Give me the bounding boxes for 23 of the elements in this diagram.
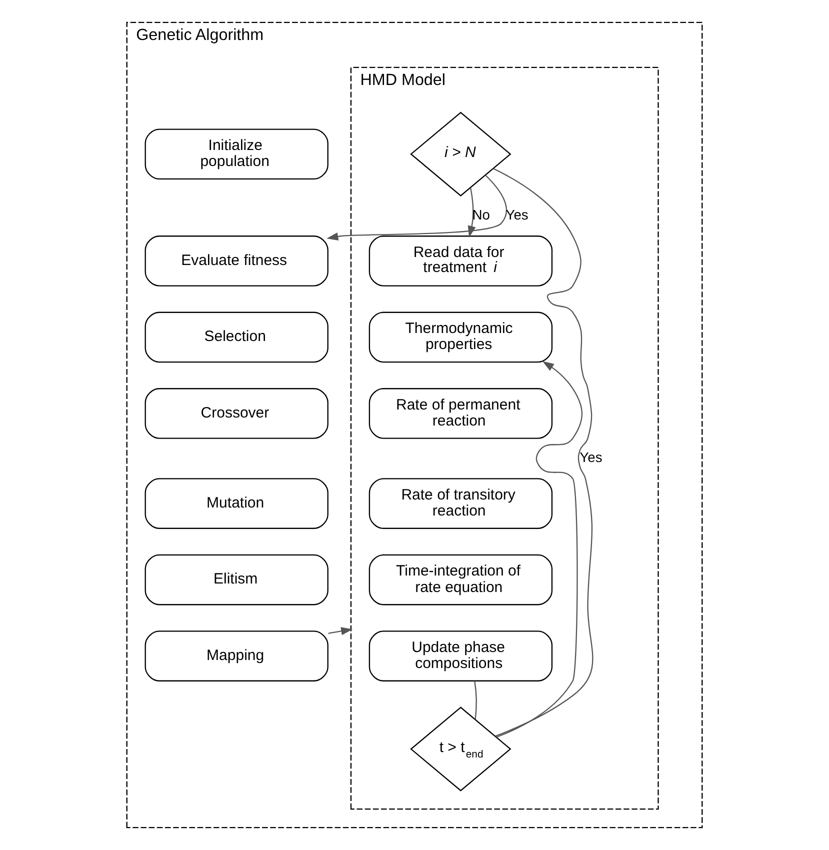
- node-box: Crossover: [144, 388, 328, 439]
- node-box: Time-integration of rate equation: [368, 554, 553, 606]
- arrow: [468, 188, 476, 238]
- node-box: Initialize population: [144, 128, 328, 180]
- edge-label: Yes: [506, 206, 528, 222]
- node-box: Update phase compositions: [368, 630, 553, 682]
- arrow: [496, 361, 582, 738]
- node-box: Rate of permanent reaction: [368, 388, 553, 439]
- node-box: Thermodynamic properties: [368, 312, 553, 363]
- node-diamond: t > t$_{end}$: [410, 706, 512, 792]
- node-box: Elitism: [144, 554, 328, 606]
- node-box: Mapping: [144, 630, 328, 682]
- connector: [493, 168, 594, 737]
- node-box: Mutation: [144, 478, 328, 529]
- node-box: Evaluate fitness: [144, 236, 328, 286]
- node-box: Rate of transitory reaction: [368, 478, 553, 529]
- connector: [474, 680, 477, 720]
- edge-label: Yes: [580, 449, 602, 466]
- node-diamond: i > N: [410, 112, 512, 196]
- arrow: [328, 627, 353, 636]
- node-box: Read data for treatment i: [368, 236, 553, 286]
- arrow: [326, 174, 507, 241]
- node-box: Selection: [144, 312, 328, 363]
